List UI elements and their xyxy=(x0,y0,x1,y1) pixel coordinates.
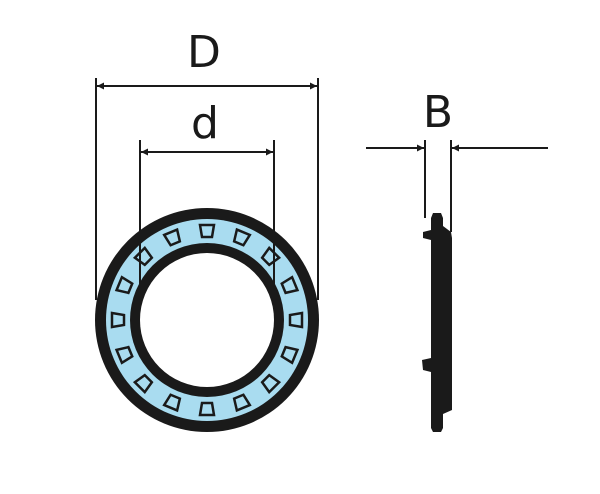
dimension-D: D xyxy=(95,27,319,300)
cage-pocket xyxy=(280,345,300,365)
cage-pocket xyxy=(260,373,282,395)
cage-pocket xyxy=(132,373,154,395)
cage-pocket xyxy=(114,345,134,365)
cage-pocket xyxy=(162,393,182,413)
d-label: d xyxy=(191,98,219,149)
bore xyxy=(140,253,274,387)
front-view xyxy=(95,208,319,432)
cage-pocket xyxy=(280,275,300,295)
cage-pocket xyxy=(162,227,182,247)
dimension-B: B xyxy=(366,87,548,232)
cage-pocket xyxy=(198,223,216,239)
cage-pocket xyxy=(198,401,216,417)
cage-pocket xyxy=(110,311,126,329)
side-profile xyxy=(422,213,452,432)
D-label: D xyxy=(187,27,221,78)
cage-pocket xyxy=(288,311,304,329)
cage-pocket xyxy=(114,275,134,295)
cage-pocket xyxy=(232,393,252,413)
side-view xyxy=(422,213,452,432)
B-label: B xyxy=(423,87,453,138)
dimension-d: d xyxy=(139,98,275,300)
cage-pocket xyxy=(232,227,252,247)
